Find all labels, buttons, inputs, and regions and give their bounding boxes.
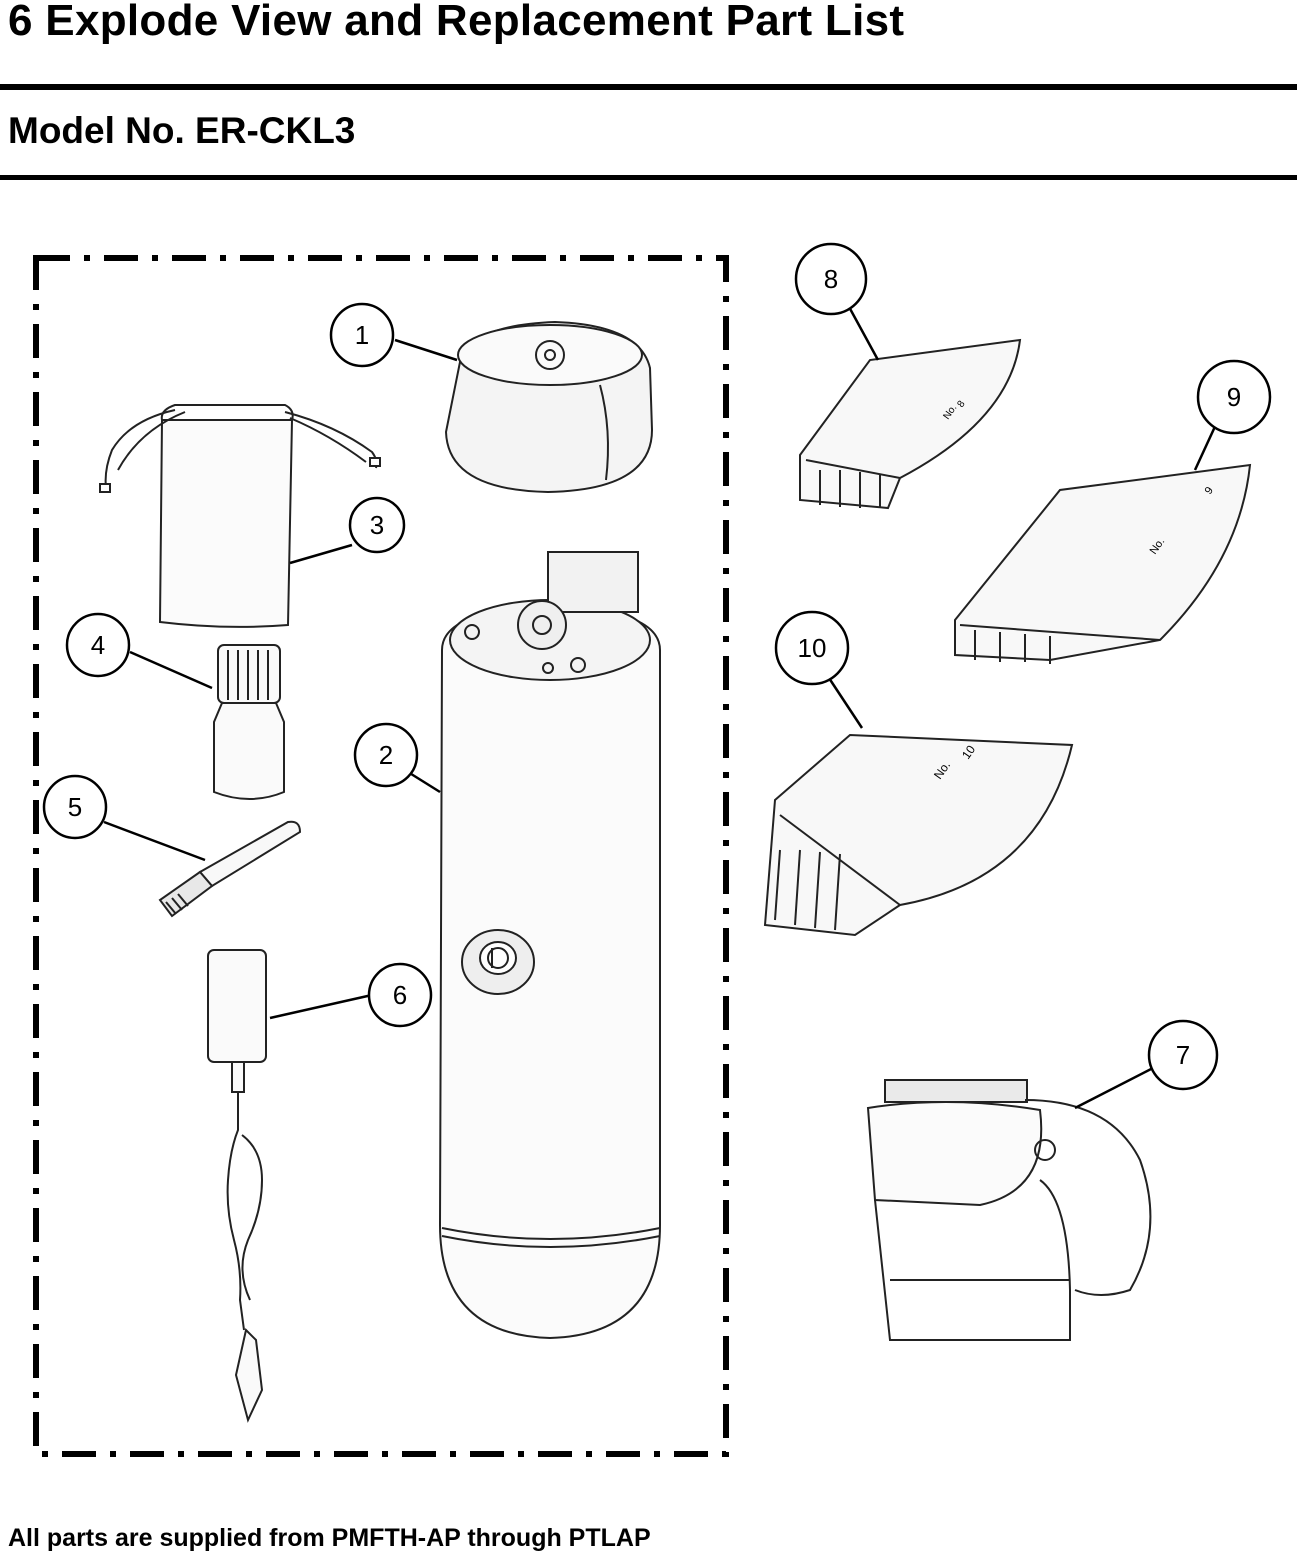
part-oil-bottle: [213, 644, 285, 800]
svg-text:4: 4: [91, 630, 105, 660]
supply-note: All parts are supplied from PMFTH-AP thr…: [8, 1524, 651, 1552]
svg-text:8: 8: [824, 264, 838, 294]
part-cap: [444, 320, 654, 494]
callout-10: 10: [774, 610, 850, 686]
callout-7: 7: [1147, 1019, 1219, 1091]
part-comb-10: No. 10: [763, 733, 1074, 937]
callout-3: 3: [348, 496, 406, 554]
svg-text:3: 3: [370, 510, 384, 540]
callout-2: 2: [353, 722, 419, 788]
comb-8-marking: 8: [955, 398, 967, 409]
svg-text:1: 1: [355, 320, 369, 350]
leader-lines: [103, 304, 1220, 1110]
part-blade-head: [866, 1079, 1152, 1341]
svg-text:6: 6: [393, 980, 407, 1010]
accessory-group-boundary: [33, 255, 729, 1457]
part-pouch: [99, 404, 381, 628]
callout-4: 4: [65, 612, 131, 678]
title-divider: [0, 84, 1297, 90]
callout-9: 9: [1196, 359, 1272, 435]
callout-5: 5: [42, 774, 108, 840]
comb-9-marking: 9: [1203, 485, 1216, 497]
callout-6: 6: [367, 962, 433, 1028]
model-number: Model No. ER-CKL3: [8, 110, 356, 151]
svg-text:7: 7: [1176, 1040, 1190, 1070]
page-title: 6 Explode View and Replacement Part List: [8, 0, 905, 45]
part-cleaning-brush: [158, 820, 302, 918]
svg-text:10: 10: [798, 633, 827, 663]
svg-text:5: 5: [68, 792, 82, 822]
svg-text:9: 9: [1227, 382, 1241, 412]
svg-text:2: 2: [379, 740, 393, 770]
model-divider: [0, 175, 1297, 180]
callout-8: 8: [794, 242, 868, 316]
part-main-body: [438, 551, 661, 1340]
callout-1: 1: [329, 302, 395, 368]
part-ac-adapter: [207, 949, 267, 1423]
part-comb-9: No. 9: [954, 463, 1252, 664]
part-comb-8: No. 8: [799, 338, 1022, 510]
